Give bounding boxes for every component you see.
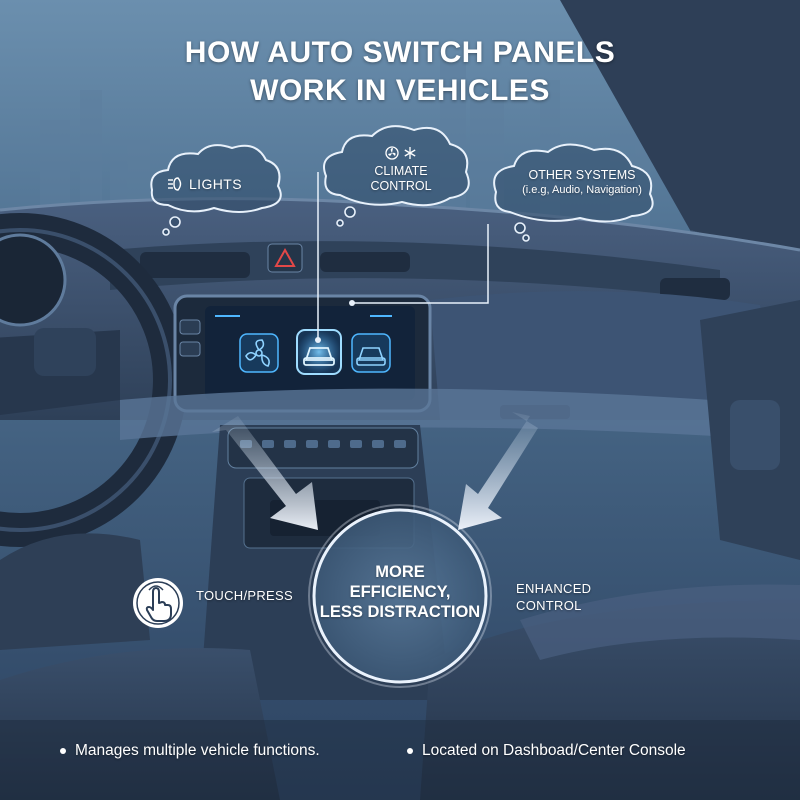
enhanced-control-label: ENHANCED CONTROL: [516, 580, 591, 614]
climate-label-line-1: CLIMATE: [374, 164, 428, 178]
screen-fan-icon: [245, 339, 270, 367]
efficiency-line-1: MORE: [375, 563, 425, 581]
title-line-2: WORK IN VEHICLES: [250, 74, 550, 107]
climate-cloud: CLIMATE CONTROL: [338, 146, 464, 194]
bullet-dot-icon: [407, 748, 413, 754]
climate-label-line-2: CONTROL: [370, 179, 432, 193]
page-title: HOW AUTO SWITCH PANELS WORK IN VEHICLES: [0, 34, 800, 110]
bullet-item: Manages multiple vehicle functions.: [60, 742, 320, 760]
other-systems-label: OTHER SYSTEMS: [528, 168, 636, 182]
enhanced-line-1: ENHANCED: [516, 581, 592, 596]
enhanced-line-2: CONTROL: [516, 598, 582, 613]
other-systems-sublabel: (i.e.g, Audio, Navigation): [522, 184, 642, 196]
hand-press-icon: [133, 578, 183, 628]
bullet-item: Located on Dashboad/Center Console: [407, 742, 686, 760]
bullet-list: Manages multiple vehicle functions. Loca…: [0, 742, 800, 772]
other-systems-cloud: OTHER SYSTEMS (i.e.g, Audio, Navigation): [506, 168, 658, 198]
fan-icon: [385, 146, 399, 160]
down-arrow-right: [458, 412, 538, 530]
touch-press-label: TOUCH/PRESS: [196, 588, 293, 603]
efficiency-line-2: EFFICIENCY,: [349, 583, 451, 601]
lights-label: LIGHTS: [189, 176, 242, 192]
lights-cloud: LIGHTS: [168, 176, 242, 192]
down-arrow-left: [212, 416, 318, 530]
title-line-1: HOW AUTO SWITCH PANELS: [184, 36, 616, 69]
bullet-dot-icon: [60, 748, 66, 754]
efficiency-line-3: LESS DISTRACTION: [319, 603, 481, 621]
bullet-text: Located on Dashboad/Center Console: [422, 742, 686, 759]
efficiency-callout: MORE EFFICIENCY, LESS DISTRACTION: [312, 562, 488, 622]
bullet-text: Manages multiple vehicle functions.: [75, 742, 320, 759]
headlight-icon: [168, 177, 182, 191]
snowflake-icon: [404, 147, 416, 159]
